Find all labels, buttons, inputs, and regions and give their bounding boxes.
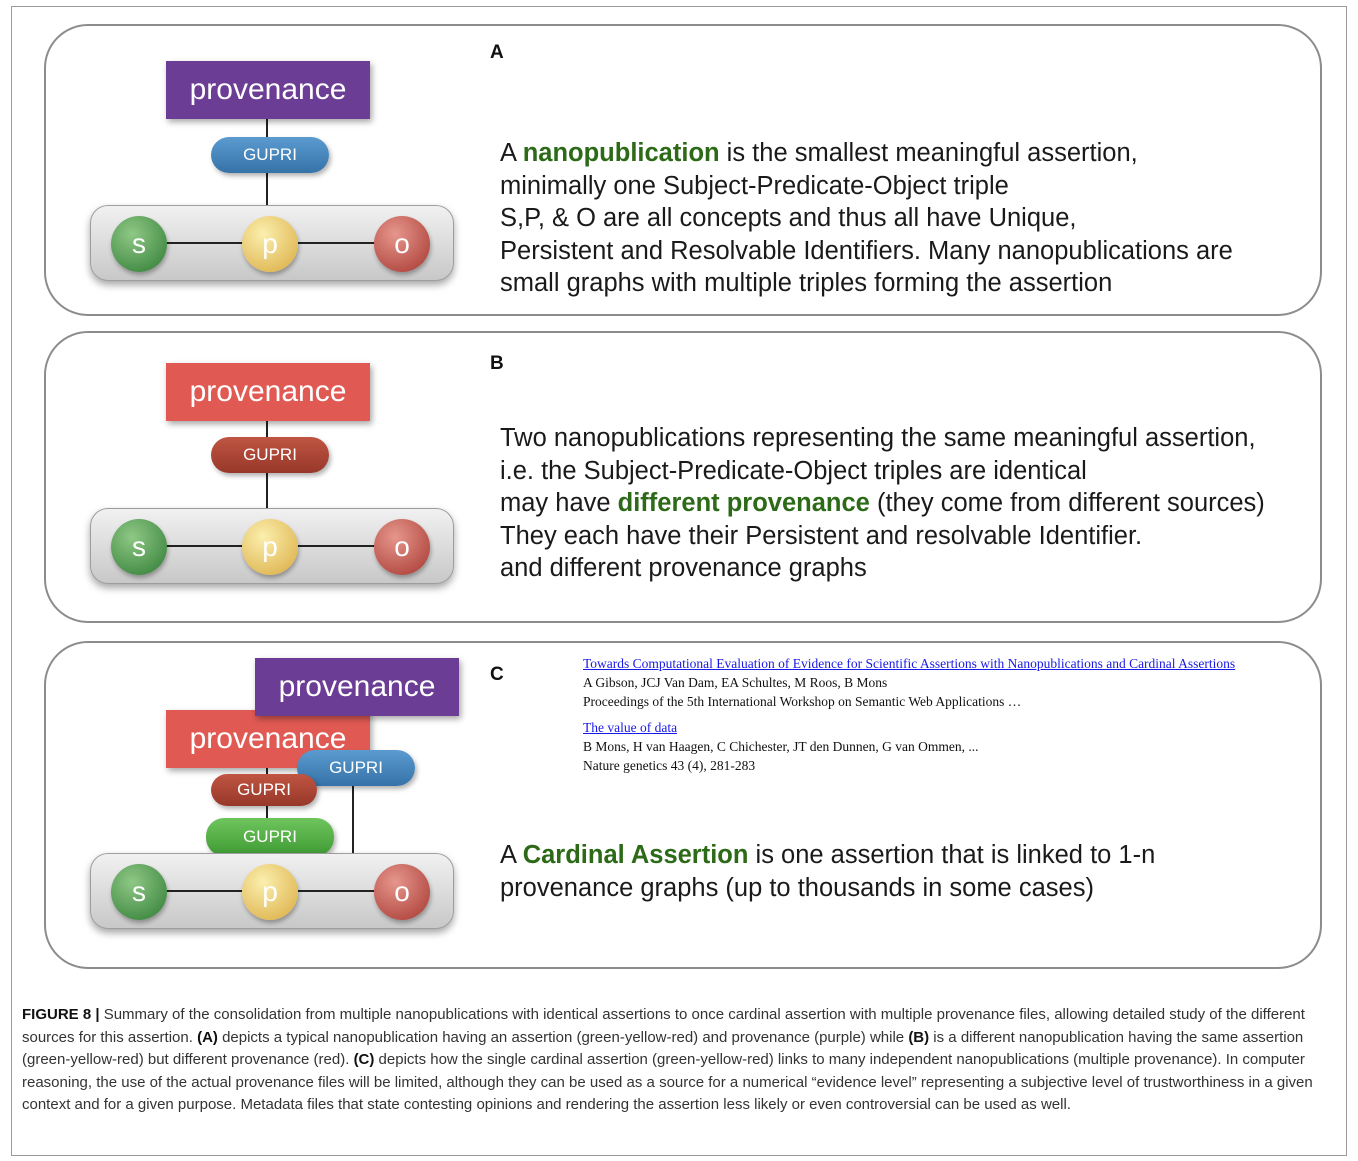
panel-a-line-2: minimally one Subject-Predicate-Object t…: [500, 171, 1009, 200]
panel-a-object-node: o: [374, 216, 430, 272]
panel-a-provenance-box: provenance: [166, 61, 370, 119]
panel-a-line-5: small graphs with multiple triples formi…: [500, 269, 1113, 297]
panel-b-line-5: and different provenance graphs: [500, 554, 867, 582]
reference-2-venue: Nature genetics 43 (4), 281-283: [583, 758, 756, 773]
panel-b-subject-node: s: [111, 519, 167, 575]
panel-c-provenance-purple-box: provenance: [255, 658, 459, 716]
reference-2-title-link[interactable]: The value of data: [583, 720, 678, 735]
panel-c-subject-node: s: [111, 864, 167, 920]
panel-c-gupri-red-pill: GUPRI: [211, 774, 317, 806]
panel-c-object-node: o: [374, 864, 430, 920]
panel-b-gupri-pill: GUPRI: [211, 437, 329, 473]
reference-1: Towards Computational Evaluation of Evid…: [583, 654, 1235, 711]
panel-a-letter: A: [490, 42, 504, 63]
panel-b-object-node: o: [374, 519, 430, 575]
panel-a-line-3: S,P, & O are all concepts and thus all h…: [500, 204, 1077, 232]
panel-c-provenance-red-box: provenance: [166, 710, 370, 768]
panel-c-line-1: A Cardinal Assertion is one assertion th…: [500, 841, 1156, 869]
panel-b-provenance-box: provenance: [166, 363, 370, 421]
panel-c-predicate-node: p: [242, 864, 298, 920]
panel-b-line-1: Two nanopublications representing the sa…: [500, 424, 1256, 452]
reference-1-venue: Proceedings of the 5th International Wor…: [583, 694, 1022, 709]
panel-c-line-2: provenance graphs (up to thousands in so…: [500, 873, 1094, 902]
panel-a-description: A nanopublication is the smallest meanin…: [500, 137, 1233, 300]
panel-a-subject-node: s: [111, 216, 167, 272]
panel-c-gupri-blue-pill: GUPRI: [297, 750, 415, 786]
figure-frame: [11, 6, 1347, 1156]
caption-label: FIGURE 8 |: [22, 1006, 100, 1023]
reference-1-title-link[interactable]: Towards Computational Evaluation of Evid…: [583, 656, 1236, 671]
panel-b-predicate-node: p: [242, 519, 298, 575]
figure-caption: FIGURE 8 | Summary of the consolidation …: [22, 1006, 1313, 1113]
panel-a-gupri-pill: GUPRI: [211, 137, 329, 173]
panel-a-predicate-node: p: [242, 216, 298, 272]
panel-c-letter: C: [490, 664, 504, 685]
reference-2: The value of data B Mons, H van Haagen, …: [583, 718, 979, 775]
panel-b-line-2: i.e. the Subject-Predicate-Object triple…: [500, 456, 1087, 485]
panel-b-letter: B: [490, 353, 504, 374]
panel-c-red-connector: [266, 760, 268, 856]
reference-1-authors: A Gibson, JCJ Van Dam, EA Schultes, M Ro…: [583, 675, 888, 690]
panel-b-line-3: may have different provenance (they come…: [500, 489, 1265, 517]
panel-c-description: A Cardinal Assertion is one assertion th…: [500, 839, 1155, 904]
panel-a-line-1: A nanopublication is the smallest meanin…: [500, 139, 1138, 167]
panel-a-line-4: Persistent and Resolvable Identifiers. M…: [500, 236, 1233, 265]
panel-b-description: Two nanopublications representing the sa…: [500, 422, 1265, 585]
reference-2-authors: B Mons, H van Haagen, C Chichester, JT d…: [583, 739, 979, 754]
panel-b-line-4: They each have their Persistent and reso…: [500, 521, 1143, 550]
panel-c-gupri-green-pill: GUPRI: [206, 818, 334, 856]
